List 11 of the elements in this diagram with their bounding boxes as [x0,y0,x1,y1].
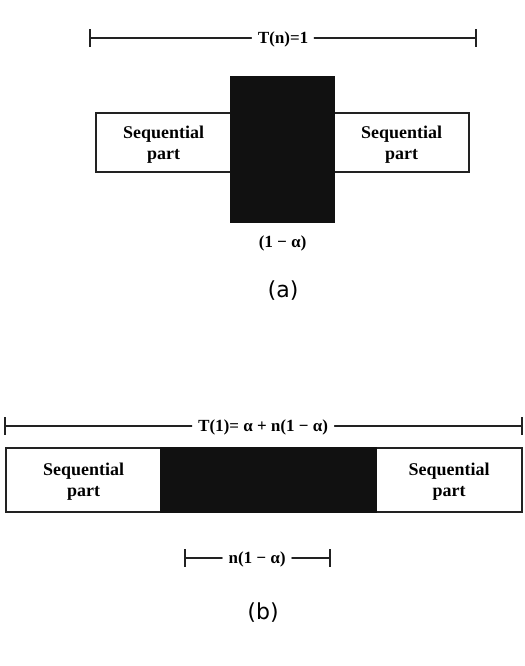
dimension-label: T(1)= α + n(1 − α) [192,416,334,436]
sequential-part-box: Sequential part [95,112,232,173]
sequential-part-box: Sequential part [5,447,162,513]
sequential-part-box: Sequential part [375,447,523,513]
sequential-part-box: Sequential part [333,112,470,173]
dimension-label: T(n)=1 [252,28,314,48]
subfigure-label: (a) [268,278,298,303]
subfigure-label: (b) [247,600,279,625]
shaded-bar [230,76,335,223]
shaded-bar [160,447,377,513]
dimension-label: n(1 − α) [222,548,292,568]
